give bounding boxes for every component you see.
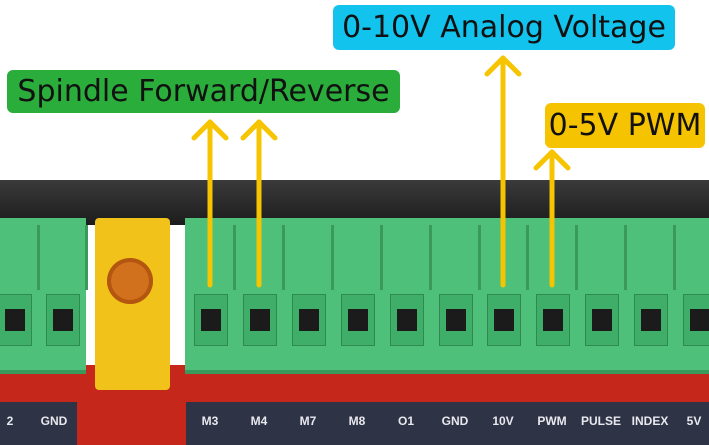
pin-label: M7 [299, 414, 317, 428]
screw-hole [5, 309, 25, 331]
pin-label: 10V [492, 414, 514, 428]
screw-hole [592, 309, 612, 331]
screw-hole [53, 309, 73, 331]
screw-hole [641, 309, 661, 331]
terminal-divider [233, 225, 236, 290]
terminal-divider [673, 225, 676, 290]
pin-label: O1 [397, 414, 414, 428]
terminal-divider [282, 225, 285, 290]
pin-label: 2 [6, 414, 14, 428]
terminal-slot [341, 294, 375, 346]
pin-label: GND [441, 414, 469, 428]
spindle-annotation: Spindle Forward/Reverse [7, 70, 400, 113]
pin-label: PWM [537, 414, 567, 428]
pin-label: M3 [201, 414, 219, 428]
terminal-slot [243, 294, 277, 346]
terminal-divider [526, 225, 529, 290]
screw-hole [494, 309, 514, 331]
terminal-slot [390, 294, 424, 346]
terminal-divider [380, 225, 383, 290]
terminal-slot [46, 294, 80, 346]
terminal-divider [575, 225, 578, 290]
terminal-slot [194, 294, 228, 346]
pin-label: INDEX [631, 414, 669, 428]
screw-hole [299, 309, 319, 331]
pin-label: GND [40, 414, 68, 428]
arrow-m4 [240, 119, 278, 288]
yellow-bracket [95, 218, 170, 390]
label-strip-right [186, 402, 709, 445]
screw-hole [397, 309, 417, 331]
pwm-annotation: 0-5V PWM [545, 103, 705, 148]
terminal-slot [0, 294, 32, 346]
screw-hole [348, 309, 368, 331]
terminal-divider [429, 225, 432, 290]
pin-label: M8 [348, 414, 366, 428]
terminal-slot [292, 294, 326, 346]
screw-icon [107, 258, 153, 304]
analog-annotation: 0-10V Analog Voltage [333, 5, 675, 50]
pin-label: M4 [250, 414, 268, 428]
housing-top [0, 180, 709, 225]
arrow-pwm [533, 149, 571, 288]
terminal-slot [536, 294, 570, 346]
label-strip-left [0, 402, 77, 445]
terminal-divider [478, 225, 481, 290]
terminal-slot [439, 294, 473, 346]
terminal-slot [487, 294, 521, 346]
terminal-divider [37, 225, 40, 290]
pin-label: 5V [686, 414, 702, 428]
terminal-divider [331, 225, 334, 290]
screw-hole [250, 309, 270, 331]
arrow-m3 [191, 119, 229, 288]
terminal-slot [634, 294, 668, 346]
pin-label: PULSE [580, 414, 621, 428]
screw-hole [446, 309, 466, 331]
screw-hole [543, 309, 563, 331]
terminal-divider [624, 225, 627, 290]
terminal-divider [85, 225, 88, 290]
terminal-slot [683, 294, 709, 346]
arrow-10v [484, 55, 522, 288]
screw-hole [690, 309, 709, 331]
terminal-slot [585, 294, 619, 346]
screw-hole [201, 309, 221, 331]
